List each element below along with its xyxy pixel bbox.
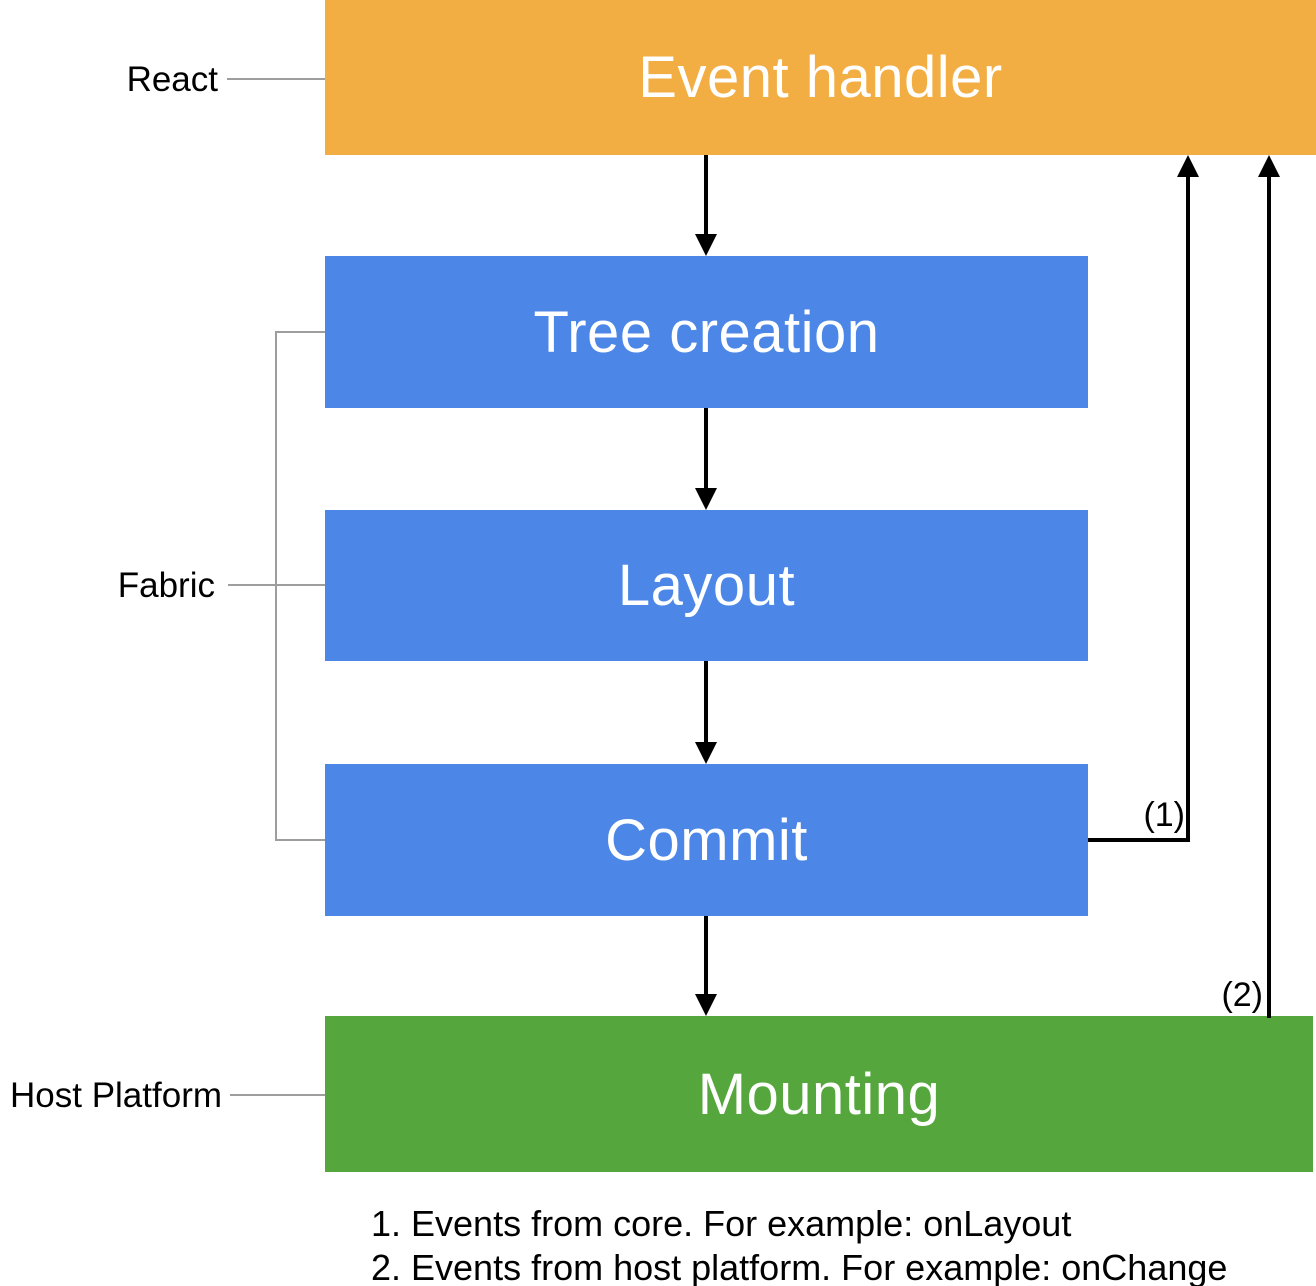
arrow-commit-to-mounting-line: [704, 916, 708, 996]
arrowhead-down-icon: [695, 234, 717, 256]
arrowhead-up-icon: [1177, 155, 1199, 177]
fabric-bracket-vertical-line: [275, 331, 277, 841]
arrowhead-up-icon: [1258, 155, 1280, 177]
mounting-box: Mounting: [325, 1016, 1313, 1172]
event-handler-box-label: Event handler: [638, 45, 1003, 110]
arrow-treecreation-to-layout-line: [704, 408, 708, 490]
feedback-arrow-1-vertical-line: [1186, 175, 1190, 842]
footnote-events-from-host-platform: 2. Events from host platform. For exampl…: [371, 1247, 1228, 1286]
arrow-ref-1-label: (1): [1143, 796, 1185, 834]
fabric-bracket-bottom-stub-line: [275, 839, 325, 841]
tree-creation-box-label: Tree creation: [533, 299, 880, 365]
group-label-react: React: [126, 60, 218, 99]
react-connector-line: [227, 78, 325, 80]
tree-creation-box: Tree creation: [325, 256, 1088, 408]
layout-box-label: Layout: [617, 553, 796, 618]
feedback-arrow-2-vertical-line: [1267, 175, 1271, 1018]
arrow-ref-2-label: (2): [1221, 976, 1263, 1014]
arrowhead-down-icon: [695, 994, 717, 1016]
footnote-events-from-core: 1. Events from core. For example: onLayo…: [371, 1203, 1072, 1244]
arrow-layout-to-commit-line: [704, 661, 708, 744]
arrowhead-down-icon: [695, 488, 717, 510]
arrowhead-down-icon: [695, 742, 717, 764]
host-platform-connector-line: [230, 1094, 325, 1096]
mounting-box-label: Mounting: [697, 1061, 941, 1127]
layout-box: Layout: [325, 510, 1088, 661]
commit-box: Commit: [325, 764, 1088, 916]
arrow-eventhandler-to-treecreation-line: [704, 155, 708, 236]
event-handler-box: Event handler: [325, 0, 1316, 155]
feedback-arrow-1-horizontal-line: [1088, 838, 1190, 842]
group-label-fabric: Fabric: [117, 566, 215, 605]
commit-box-label: Commit: [605, 807, 808, 873]
fabric-bracket-top-stub-line: [275, 331, 325, 333]
group-label-host-platform: Host Platform: [10, 1076, 222, 1115]
